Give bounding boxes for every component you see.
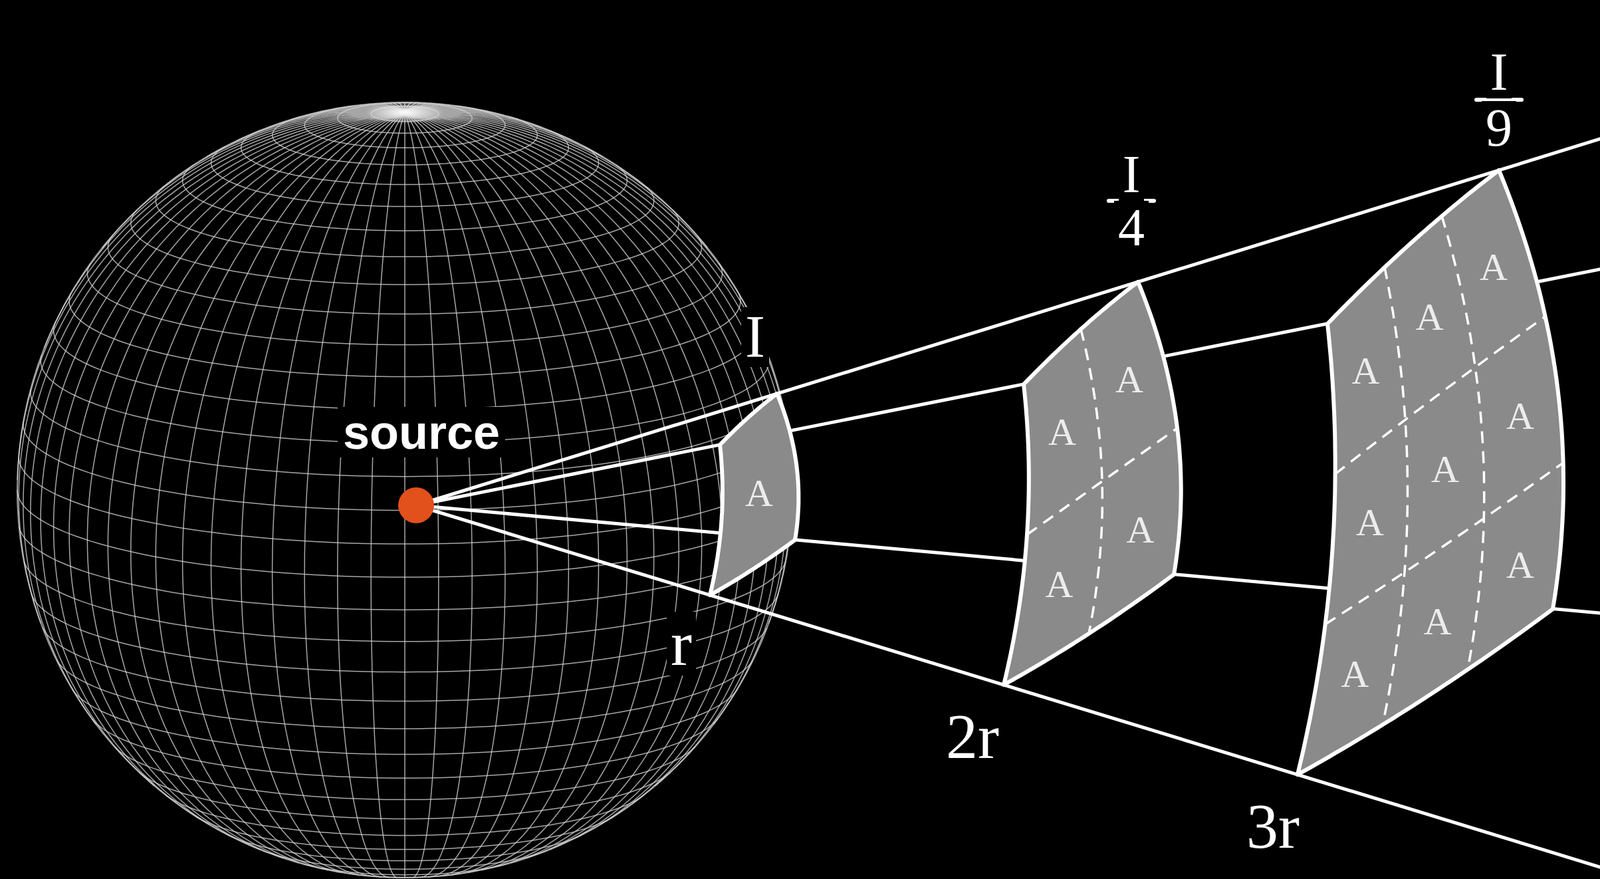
distance-intensity-label: 4 [1114,200,1149,254]
area-patch-outline [999,277,1186,689]
latitude-lines [17,103,793,878]
area-patch: AAAA [999,277,1186,689]
area-patch: A [705,389,803,599]
longitude-lines [17,102,793,878]
area-label: A [1351,351,1380,391]
distance-intensity-label: 9 [1481,101,1517,155]
grid-line [1382,267,1408,725]
source-dot [398,487,435,524]
distance-intensity-label: I [1118,147,1145,201]
source-label: source [337,406,506,458]
grid-line [1080,329,1103,634]
grid-line [1441,216,1485,670]
area-label: A [1431,450,1460,489]
area-patch-shape [1003,281,1182,685]
distance-intensity-label: I [741,307,770,367]
sphere-outline [17,102,793,878]
distance-intensity-label: 2r [941,704,1004,769]
area-patch-shape [1297,170,1564,775]
area-label: A [1048,412,1077,452]
area-label: A [1045,565,1074,604]
area-patch: AAAAAAAAA [1293,166,1569,779]
area-label: A [1479,247,1508,287]
distance-intensity-label: 3r [1242,794,1304,859]
area-patch-shape [709,393,799,595]
area-label: A [745,473,774,513]
area-label: A [1415,297,1444,337]
pole-highlight [364,100,445,125]
distance-intensity-label: r [666,611,696,676]
area-label: A [1423,602,1452,641]
sphere-wireframe [17,102,793,878]
area-label: A [1356,503,1384,542]
area-label: A [1126,510,1155,550]
distance-intensity-label: I [1486,45,1513,99]
source-sphere: source [17,102,793,878]
area-label: A [1506,396,1535,436]
area-label: A [1115,360,1144,399]
area-patch-outline [1293,166,1569,779]
area-label: A [1340,654,1369,694]
area-label: A [1506,545,1535,585]
